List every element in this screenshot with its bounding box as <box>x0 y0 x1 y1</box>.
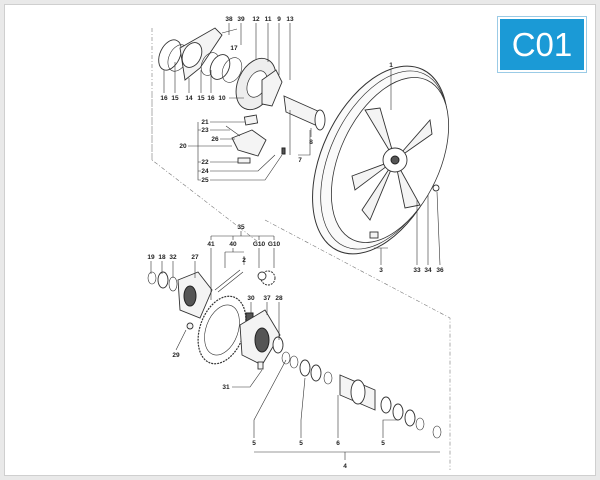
part-number-label: 18 <box>158 254 166 261</box>
part-number-label: 12 <box>252 16 260 23</box>
part-number-label: 28 <box>275 295 283 302</box>
diagram-code-badge: C01 <box>498 17 586 72</box>
part-number-label: 21 <box>201 119 209 126</box>
part-number-label: 22 <box>201 159 209 166</box>
part-number-label: 20 <box>179 143 187 150</box>
part-number-label: 40 <box>229 241 237 248</box>
part-number-label: 2 <box>242 257 246 264</box>
part-number-label: 3 <box>379 267 383 274</box>
part-number-label: 6 <box>336 440 340 447</box>
part-number-label: 37 <box>263 295 271 302</box>
part-number-label: 15 <box>171 95 179 102</box>
hub-shaft <box>283 95 326 131</box>
part-number-label: 16 <box>160 95 168 102</box>
part-number-label: 35 <box>237 224 245 231</box>
part-number-label: 39 <box>237 16 245 23</box>
rear-wheel-rim <box>312 65 450 255</box>
part-number-label: 4 <box>343 463 347 470</box>
part-number-label: 5 <box>252 440 256 447</box>
part-number-label: 30 <box>247 295 255 302</box>
brake-disc <box>235 57 283 111</box>
part-number-label: 19 <box>147 254 155 261</box>
part-number-label: 15 <box>197 95 205 102</box>
part-number-label: 8 <box>309 139 313 146</box>
part-number-label: 16 <box>207 95 215 102</box>
part-number-label: 9 <box>277 16 281 23</box>
part-number-label: 33 <box>413 267 421 274</box>
axle-spacer-bearings <box>281 351 442 439</box>
sprocket-carrier-group <box>147 269 284 370</box>
part-number-label: 38 <box>225 16 233 23</box>
part-number-label: 34 <box>424 267 432 274</box>
part-number-label: 13 <box>286 16 294 23</box>
part-number-label: 27 <box>191 254 199 261</box>
part-number-label: 14 <box>185 95 193 102</box>
diagram-canvas <box>4 4 596 476</box>
chain-link <box>214 269 244 293</box>
brake-caliper <box>225 114 286 164</box>
part-number-label: 7 <box>298 157 302 164</box>
part-number-label: 11 <box>265 16 272 23</box>
part-number-label: 36 <box>436 267 444 274</box>
brake-caliper-bracket-group <box>158 27 243 83</box>
part-number-label: 17 <box>230 45 238 52</box>
leader-lines <box>150 23 441 460</box>
part-number-label: 32 <box>169 254 177 261</box>
part-number-label: 31 <box>222 384 230 391</box>
part-number-label: 23 <box>201 127 209 134</box>
part-number-label: 26 <box>211 136 219 143</box>
part-number-label: G10 <box>253 241 266 248</box>
part-number-label: G10 <box>268 241 281 248</box>
part-number-label: 24 <box>201 168 209 175</box>
part-number-label: 29 <box>172 352 180 359</box>
assembly-boundary-line <box>264 219 451 470</box>
part-number-label: 5 <box>299 440 303 447</box>
part-number-label: 25 <box>201 177 209 184</box>
part-number-label: 41 <box>207 241 215 248</box>
part-number-label: 10 <box>218 95 226 102</box>
part-number-label: 1 <box>389 62 393 69</box>
part-number-label: 5 <box>381 440 385 447</box>
assembly-boundary-line <box>151 28 263 246</box>
